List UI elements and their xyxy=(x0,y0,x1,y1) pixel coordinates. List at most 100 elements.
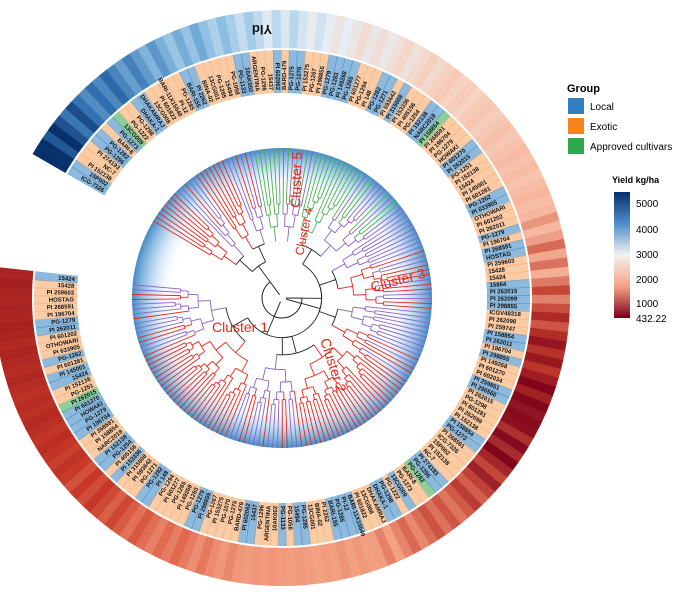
heat-cell xyxy=(345,19,365,59)
heat-cell xyxy=(106,63,137,100)
internal-branch xyxy=(234,216,241,226)
group-cell xyxy=(134,462,167,503)
group-cell xyxy=(61,392,104,420)
heat-cell xyxy=(8,375,48,398)
group-cell xyxy=(311,499,327,544)
group-cell xyxy=(423,440,460,477)
internal-arc xyxy=(209,233,214,238)
leaf-branch xyxy=(379,254,426,270)
heat-cell xyxy=(510,390,550,415)
group-cell xyxy=(353,65,377,109)
internal-arc xyxy=(327,227,336,234)
group-cell xyxy=(147,470,178,512)
leaf-branch xyxy=(387,273,431,282)
heat-cell xyxy=(499,412,538,440)
group-cell xyxy=(240,52,256,96)
internal-arc xyxy=(367,334,370,338)
leaf-branch xyxy=(141,334,188,353)
internal-branch xyxy=(344,377,349,383)
group-cell xyxy=(41,348,86,369)
group-color-ring xyxy=(33,49,530,546)
internal-branch xyxy=(323,370,330,380)
heat-cell xyxy=(350,535,371,576)
internal-branch xyxy=(259,216,264,230)
internal-arc xyxy=(342,259,348,269)
group-cell xyxy=(430,126,468,163)
heat-cell xyxy=(479,120,516,152)
internal-branch xyxy=(319,279,336,286)
group-cell xyxy=(85,140,124,174)
heat-cell xyxy=(26,413,65,440)
internal-branch xyxy=(215,357,224,366)
group-cell xyxy=(190,488,214,532)
internal-branch xyxy=(244,236,254,250)
internal-branch xyxy=(312,386,316,395)
heat-cell xyxy=(176,530,199,570)
tip-label: PG-1267 xyxy=(309,67,318,92)
heat-cell xyxy=(473,113,510,145)
internal-branch xyxy=(216,244,228,253)
heat-cell xyxy=(519,367,559,388)
internal-branch xyxy=(350,316,364,321)
internal-arc xyxy=(212,360,220,369)
group-cell xyxy=(285,502,295,546)
tip-label: PI 196704 xyxy=(47,311,75,319)
heat-cell xyxy=(137,43,165,82)
tip-label: PG-1070 xyxy=(296,66,304,91)
leaf-branch xyxy=(379,324,427,338)
group-cell xyxy=(104,440,141,478)
group-cell xyxy=(78,415,119,448)
leaf-branch xyxy=(238,395,254,442)
leaf-branch xyxy=(138,327,186,344)
tip-label: PG-1058 xyxy=(229,71,240,96)
leaf-branch xyxy=(132,305,176,310)
leaf-branch xyxy=(143,334,196,357)
heat-cell xyxy=(193,536,215,576)
heat-cell xyxy=(376,31,401,70)
group-cell xyxy=(470,200,514,225)
internal-branch xyxy=(207,228,214,235)
internal-arc xyxy=(299,402,304,404)
leaf-branch xyxy=(328,393,349,433)
leaf-branch xyxy=(300,151,314,207)
leaf-branch xyxy=(348,192,390,233)
internal-branch xyxy=(323,229,333,241)
internal-arc xyxy=(318,285,323,312)
internal-branch xyxy=(223,374,229,382)
leaf-branch xyxy=(211,395,231,431)
group-cell xyxy=(46,361,90,384)
internal-arc xyxy=(352,217,356,221)
internal-arc xyxy=(312,398,317,401)
leaf-branch xyxy=(170,197,207,231)
internal-arc xyxy=(247,317,293,339)
heat-cell xyxy=(32,145,71,173)
leaf-branch xyxy=(335,168,359,207)
internal-branch xyxy=(292,214,296,228)
group-swatch-exotic xyxy=(568,118,584,134)
group-cell xyxy=(93,431,131,466)
internal-branch xyxy=(333,347,343,357)
group-cell xyxy=(128,458,161,498)
internal-branch xyxy=(241,360,249,372)
leaf-branch xyxy=(314,159,342,221)
tip-label: PG-1275 xyxy=(228,500,239,525)
heat-cell xyxy=(0,295,33,306)
internal-branch xyxy=(375,289,384,292)
group-cell xyxy=(124,100,158,140)
leaf-branch xyxy=(341,176,371,217)
internal-branch xyxy=(350,273,363,279)
heat-cell xyxy=(329,15,347,55)
group-cell xyxy=(405,100,439,139)
internal-branch xyxy=(200,363,205,368)
group-cell xyxy=(441,420,481,454)
heat-cell xyxy=(62,460,98,493)
leaf-branch xyxy=(267,404,273,448)
group-cell xyxy=(51,374,95,399)
leaf-branch xyxy=(154,354,192,379)
tip-label: PI 268591 xyxy=(47,304,75,311)
leaf-branch xyxy=(386,269,430,279)
internal-arc xyxy=(235,367,248,376)
leaf-branch xyxy=(365,306,432,314)
leaf-branch xyxy=(356,354,402,390)
internal-branch xyxy=(219,217,226,224)
